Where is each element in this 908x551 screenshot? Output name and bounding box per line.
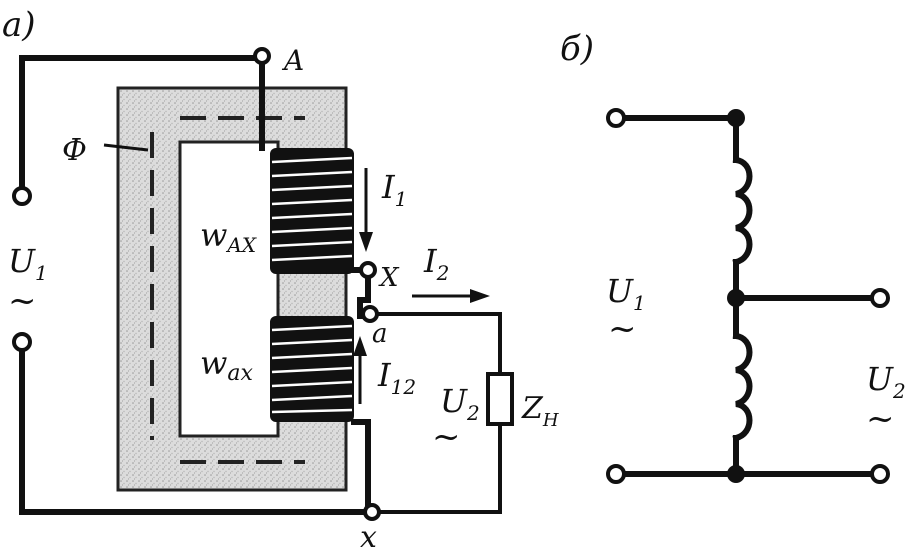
label-U1-a-base: U [8, 242, 36, 280]
flux-pointer [103, 143, 149, 152]
panel-a-wires [19, 55, 502, 515]
label-U1-b: U1 [606, 272, 646, 315]
terminal-b-out-bottom [870, 464, 890, 484]
tilde-U1-a: ~ [8, 281, 37, 321]
label-I1-base: I [381, 168, 396, 206]
load-resistor [486, 372, 514, 426]
terminal-b-out-top [870, 288, 890, 308]
label-w-lower-sub: ax [227, 361, 253, 386]
winding-upper [270, 148, 354, 274]
coil-lower [732, 332, 753, 442]
label-U1-a: U1 [8, 242, 48, 285]
current-arrows [353, 168, 490, 404]
terminal-b-in-top [606, 108, 626, 128]
label-w-upper: wAX [200, 216, 257, 257]
label-I2-base: I [423, 242, 438, 280]
winding-lower [270, 316, 354, 422]
terminal-u1-top [12, 186, 32, 206]
label-U2-a-sub: 2 [466, 401, 480, 425]
terminal-a [361, 305, 379, 323]
label-U1-b-sub: 1 [633, 291, 646, 315]
tilde-U2-b: ~ [866, 399, 895, 439]
label-I12: I12 [377, 356, 416, 399]
panel-b-label: б) [560, 29, 594, 69]
coil-upper [732, 156, 753, 266]
label-load-base: Z [521, 391, 544, 426]
panel-a-label: а) [2, 5, 36, 45]
flux-path [150, 116, 305, 464]
label-I12-sub: 12 [391, 375, 416, 399]
label-w-upper-base: w [200, 216, 227, 254]
label-I2-sub: 2 [436, 261, 450, 285]
label-U2-b-sub: 2 [892, 379, 906, 403]
label-I12-base: I [377, 356, 392, 394]
node-tap [727, 289, 745, 307]
panel-b: б) U1 ~ U2 ~ [560, 29, 906, 484]
label-I1: I1 [381, 168, 407, 211]
terminal-x [363, 503, 381, 521]
label-X: X [378, 263, 400, 293]
label-U2-b-base: U [866, 360, 894, 398]
label-U1-a-sub: 1 [35, 261, 48, 285]
panel-a: а) Ф [2, 5, 559, 551]
terminal-A [253, 47, 271, 65]
label-I2: I2 [423, 242, 449, 285]
label-U2-b: U2 [866, 360, 906, 403]
label-w-upper-sub: AX [225, 233, 256, 257]
label-A: A [281, 44, 304, 77]
terminal-u1-bottom [12, 332, 32, 352]
terminal-X [359, 261, 377, 279]
flux-label: Ф [62, 133, 87, 168]
label-I1-sub: 1 [395, 187, 408, 211]
tilde-U2-a: ~ [432, 417, 461, 457]
label-x: x [360, 520, 377, 551]
label-load: ZН [521, 391, 559, 431]
label-U2-a-base: U [440, 382, 468, 420]
node-top [727, 109, 745, 127]
label-a: a [372, 319, 388, 349]
label-U2-a: U2 [440, 382, 480, 425]
node-bottom [727, 465, 745, 483]
label-w-lower: wax [200, 344, 254, 386]
terminal-b-in-bottom [606, 464, 626, 484]
label-load-sub: Н [542, 410, 559, 431]
tilde-U1-b: ~ [608, 309, 637, 349]
label-U1-b-base: U [606, 272, 634, 310]
label-w-lower-base: w [200, 344, 227, 382]
